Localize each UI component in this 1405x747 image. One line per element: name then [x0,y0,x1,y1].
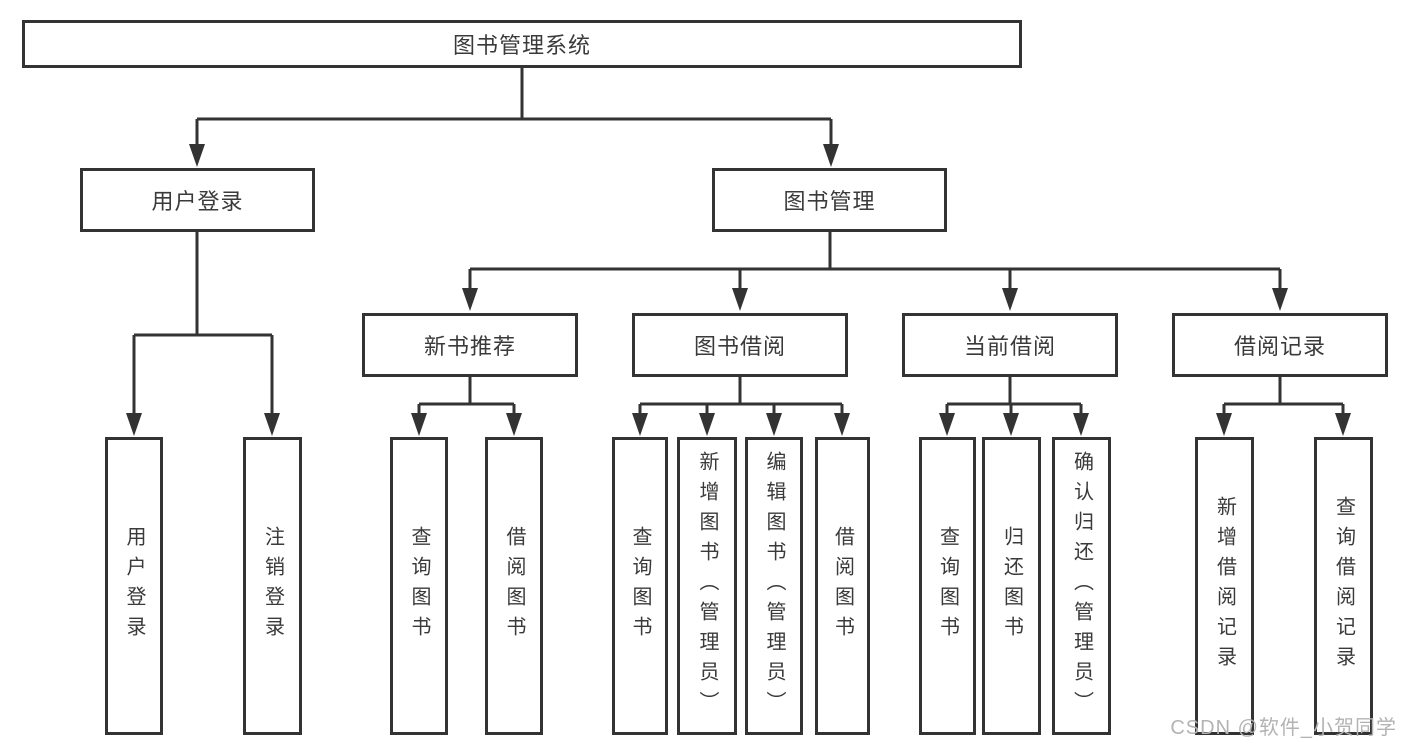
leaf-add-book-admin: 新增图书（管理员） [677,437,737,735]
leaf-user-login: 用户登录 [105,437,163,735]
node-root-label: 图书管理系统 [452,33,591,58]
leaf-return-book: 归还图书 [982,437,1041,735]
connector-newbook-to-leaves [417,377,516,418]
node-book-management: 图书管理 [712,168,947,232]
leaf-add-book-admin-label: 新增图书（管理员） [696,451,718,721]
arrow-leaf [409,411,429,438]
leaf-user-login-label: 用户登录 [123,526,145,646]
arrow-leaf [937,411,957,438]
leaf-query-books-3-label: 查询图书 [936,526,959,646]
leaf-borrow-books-2: 借阅图书 [815,437,870,735]
leaf-query-books-1-label: 查询图书 [408,526,430,646]
node-book-borrow-label: 图书借阅 [693,334,786,359]
connector-current-to-leaves [945,377,1083,418]
arrow-leaf [1333,411,1353,438]
leaf-add-borrow-record-label: 新增借阅记录 [1213,496,1236,676]
node-current-borrow-label: 当前借阅 [963,334,1056,359]
leaf-borrow-books-1: 借阅图书 [485,437,543,735]
connector-root-to-level2 [195,68,833,150]
leaf-borrow-books-1-label: 借阅图书 [503,526,525,646]
arrow-to-borrow-records [1270,286,1290,313]
node-user-login-label: 用户登录 [151,189,244,214]
node-root: 图书管理系统 [22,20,1022,68]
leaf-query-books-2: 查询图书 [612,437,668,735]
node-borrow-records-label: 借阅记录 [1233,334,1326,359]
node-user-login: 用户登录 [80,168,315,232]
arrow-leaf [832,411,852,438]
connector-records-to-leaves [1222,377,1345,418]
node-current-borrow: 当前借阅 [902,313,1118,377]
leaf-borrow-books-2-label: 借阅图书 [831,526,854,646]
node-book-borrow: 图书借阅 [632,313,848,377]
connector-bookmgmt-to-level3 [468,232,1282,292]
leaf-return-book-label: 归还图书 [1000,526,1023,646]
leaf-edit-book-admin: 编辑图书（管理员） [745,437,803,735]
leaf-edit-book-admin-label: 编辑图书（管理员） [763,451,785,721]
arrow-leaf [1001,411,1021,438]
arrow-to-current-borrow [1000,286,1020,313]
arrow-to-leaf-user-login [124,411,144,438]
leaf-logout-label: 注销登录 [261,526,284,646]
leaf-query-books-1: 查询图书 [390,437,448,735]
leaf-query-books-2-label: 查询图书 [629,526,651,646]
arrow-to-book-borrow [730,286,750,313]
leaf-query-books-3: 查询图书 [919,437,976,735]
leaf-query-borrow-record-label: 查询借阅记录 [1332,496,1355,676]
node-book-management-label: 图书管理 [783,189,876,214]
leaf-query-borrow-record: 查询借阅记录 [1314,437,1373,735]
arrow-leaf [764,411,784,438]
node-new-book-recommend-label: 新书推荐 [423,334,516,359]
arrow-leaf [1214,411,1234,438]
arrow-to-leaf-logout [262,411,282,438]
connector-borrow-to-leaves [638,377,844,418]
node-new-book-recommend: 新书推荐 [362,313,578,377]
arrow-leaf [697,411,717,438]
arrow-to-user-login [187,142,207,169]
arrow-leaf [1071,411,1091,438]
arrow-leaf [504,411,524,438]
leaf-confirm-return-admin-label: 确认归还（管理员） [1070,451,1093,721]
arrow-to-book-management [821,142,841,169]
node-borrow-records: 借阅记录 [1172,313,1388,377]
arrow-leaf [630,411,650,438]
arrow-to-new-book-recommend [460,286,480,313]
leaf-logout: 注销登录 [243,437,302,735]
leaf-confirm-return-admin: 确认归还（管理员） [1052,437,1111,735]
connector-userlogin-to-leaves [132,232,274,417]
leaf-add-borrow-record: 新增借阅记录 [1195,437,1254,735]
